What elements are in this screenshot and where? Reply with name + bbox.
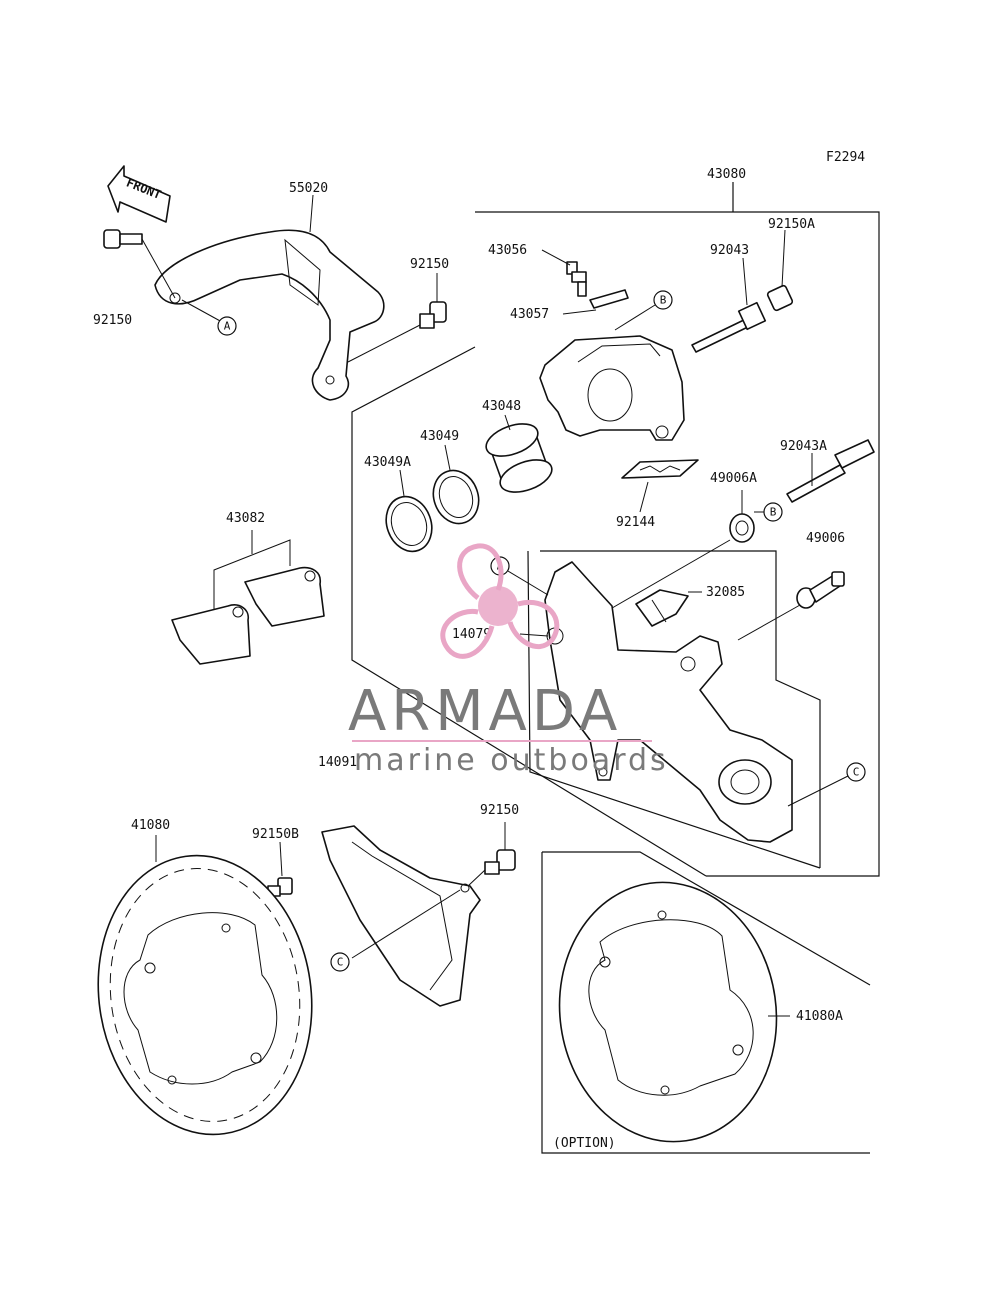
- seal-43049: [432, 444, 480, 525]
- label-92150-left: 92150: [93, 313, 132, 328]
- label-92150-lower: 92150: [480, 803, 519, 818]
- boot-49006: [737, 571, 845, 641]
- label-43056: 43056: [488, 243, 527, 258]
- label-92150-mid: 92150: [410, 257, 449, 272]
- reference-marker-a-upper: A: [181, 299, 237, 336]
- reference-marker-b-lower: B: [754, 502, 783, 522]
- option-label: (OPTION): [553, 1136, 616, 1151]
- brake-disc-41080: [97, 835, 313, 1136]
- assembly-outline-14079: [527, 550, 821, 869]
- label-55020: 55020: [289, 181, 328, 196]
- brake-disc-41080A: [558, 881, 790, 1143]
- label-14079: 14079: [452, 627, 491, 642]
- pin-92043A: [786, 439, 875, 503]
- brake-pads-43082: [171, 530, 325, 665]
- label-92144: 92144: [616, 515, 655, 530]
- svg-text:C: C: [853, 766, 860, 779]
- propeller-logo: [440, 543, 560, 659]
- spring-92144: [621, 459, 699, 513]
- watermark-tagline: marine outboards: [354, 743, 669, 778]
- watermark-brand: ARMADA: [348, 679, 622, 744]
- watermark: ARMADA marine outboards: [348, 543, 669, 778]
- chain-guard-55020: [154, 194, 385, 401]
- svg-text:C: C: [337, 956, 344, 969]
- svg-text:B: B: [660, 294, 667, 307]
- label-41080: 41080: [131, 818, 170, 833]
- plug-92150A: [766, 229, 794, 312]
- label-43049A: 43049A: [364, 455, 411, 470]
- seal-43049A: [385, 469, 433, 553]
- reference-marker-b-upper: B: [653, 290, 673, 310]
- reference-marker-c-right: C: [787, 762, 866, 807]
- label-43049: 43049: [420, 429, 459, 444]
- label-92150A: 92150A: [768, 217, 815, 232]
- label-43048: 43048: [482, 399, 521, 414]
- label-49006: 49006: [806, 531, 845, 546]
- bolt-92150-mid: [347, 273, 447, 363]
- label-32085: 32085: [706, 585, 745, 600]
- assembly-outline-43080: [351, 182, 880, 877]
- bleeder-valve-43056: [541, 249, 587, 297]
- caliper-body: [539, 304, 685, 441]
- figure-code: F2294: [826, 150, 865, 165]
- boot-49006A: [599, 490, 755, 616]
- front-direction-arrow: FRONT: [107, 165, 171, 223]
- reference-marker-c-lower: C: [330, 952, 350, 972]
- pin-92043: [691, 257, 767, 353]
- label-92043A: 92043A: [780, 439, 827, 454]
- spring-32085: [635, 589, 702, 627]
- label-43057: 43057: [510, 307, 549, 322]
- piston-43048: [485, 414, 553, 493]
- label-92043: 92043: [710, 243, 749, 258]
- option-box: (OPTION): [541, 851, 871, 1154]
- label-49006A: 49006A: [710, 471, 757, 486]
- bolt-92150-left: [103, 229, 176, 299]
- svg-text:A: A: [224, 320, 231, 333]
- label-43082: 43082: [226, 511, 265, 526]
- label-92150B: 92150B: [252, 827, 299, 842]
- svg-text:B: B: [770, 506, 777, 519]
- label-14091: 14091: [318, 755, 357, 770]
- label-43080: 43080: [707, 167, 746, 182]
- caliper-bracket-14079: [519, 561, 793, 843]
- bolt-92150-lower: [467, 822, 516, 887]
- disc-guard-14091: [321, 825, 481, 1007]
- label-41080A: 41080A: [796, 1009, 843, 1024]
- cap-43057: [562, 289, 629, 315]
